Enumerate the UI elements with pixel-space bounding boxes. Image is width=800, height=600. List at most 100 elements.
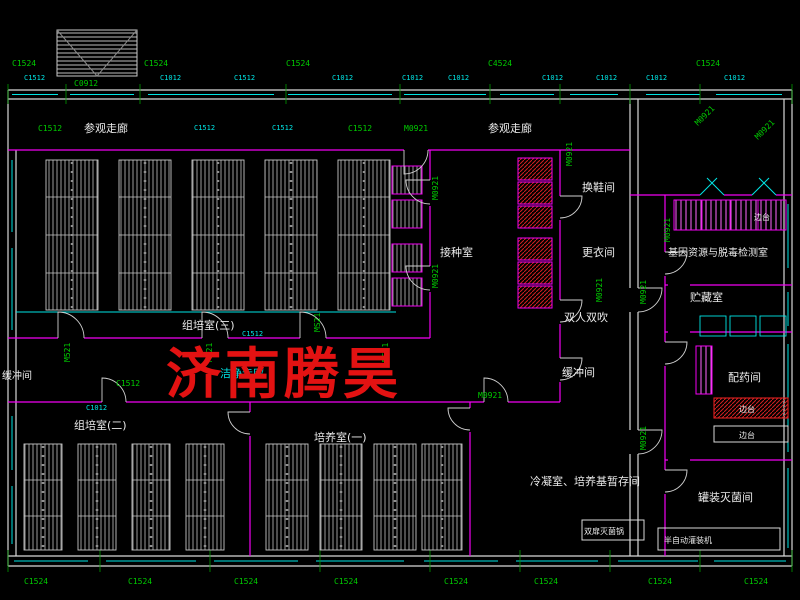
room-label-buffer: 缓冲间 bbox=[2, 369, 32, 382]
room-label-culture1: 培养室(一) bbox=[314, 430, 367, 444]
clean-bench-column bbox=[517, 157, 553, 309]
filling-machine-box bbox=[657, 527, 781, 551]
autoclave-label: 双扉灭菌锅 bbox=[584, 526, 624, 536]
culture-rack bbox=[131, 443, 171, 551]
window-code-label: C1012 bbox=[402, 74, 423, 82]
room-label-dressing: 更衣间 bbox=[582, 245, 615, 259]
window-code-label: C4524 bbox=[488, 59, 512, 68]
window-code-label: C1012 bbox=[448, 74, 469, 82]
window-code-label: C1512 bbox=[348, 124, 372, 133]
window-code-label: C1524 bbox=[234, 577, 258, 586]
door-code-label: M0921 bbox=[639, 280, 648, 304]
window-code-label: C1524 bbox=[128, 577, 152, 586]
window-code-label: C1512 bbox=[234, 74, 255, 82]
window-code-label: C1524 bbox=[286, 59, 310, 68]
room-label-clean-corridor: 洁净走廊 bbox=[220, 366, 264, 380]
room-label-pharmacy: 配药间 bbox=[728, 371, 761, 384]
watermark-text: 济南腾昊 bbox=[166, 342, 402, 406]
room-label-cold-storage: 冷凝室、培养基暂存间 bbox=[530, 474, 640, 488]
room-label-sterilizing: 罐装灭菌间 bbox=[698, 491, 753, 504]
gene-lab-bench bbox=[673, 199, 787, 231]
window-code-label: C1512 bbox=[272, 124, 293, 132]
autoclave-box bbox=[581, 519, 645, 541]
culture-rack bbox=[185, 443, 225, 551]
door-code-label: M0921 bbox=[565, 142, 574, 166]
window-code-label: C1012 bbox=[542, 74, 563, 82]
window-code-label: C1512 bbox=[38, 124, 62, 133]
room-label-gene-lab: 基因资源与脱毒检测室 bbox=[668, 246, 768, 259]
culture-racks-top bbox=[45, 159, 391, 311]
window-code-label: C1012 bbox=[596, 74, 617, 82]
culture-rack bbox=[319, 443, 363, 551]
culture-rack bbox=[421, 443, 463, 551]
door-code-label: M0921 bbox=[431, 264, 440, 288]
culture-rack bbox=[191, 159, 245, 311]
door-code-label: M0921 bbox=[595, 278, 604, 302]
door-code-label: M521 bbox=[63, 343, 72, 362]
door-code-label: M0921 bbox=[478, 391, 502, 400]
room-label-tissue2: 组培室(二) bbox=[74, 418, 127, 432]
culture-rack bbox=[118, 159, 172, 311]
door-code-label: M0921 bbox=[431, 176, 440, 200]
culture-rack bbox=[264, 159, 318, 311]
door-code-label: M0921 bbox=[404, 124, 428, 133]
culture-rack bbox=[23, 443, 63, 551]
window-code-label: C1524 bbox=[24, 577, 48, 586]
room-label-buffer: 缓冲间 bbox=[562, 365, 595, 379]
room-label-visit-corridor: 参观走廊 bbox=[84, 121, 128, 135]
culture-rack bbox=[45, 159, 99, 311]
filling-machine-label: 半自动灌装机 bbox=[664, 535, 712, 545]
window-code-label: C0912 bbox=[74, 79, 98, 88]
culture-rack bbox=[265, 443, 309, 551]
window-code-label: C1012 bbox=[646, 74, 667, 82]
cyan-code-labels: C1512 C1012 C1512 C1012 C1012 C1012 C101… bbox=[24, 74, 745, 412]
window-code-label: C1012 bbox=[86, 404, 107, 412]
stairs bbox=[56, 29, 138, 77]
side-bench-label: 边台 bbox=[739, 430, 755, 440]
equipment-labels: 边台 边台 边台 半自动灌装机 双扉灭菌锅 bbox=[584, 212, 770, 545]
window-code-label: C1512 bbox=[194, 124, 215, 132]
door-code-label: M521 bbox=[205, 343, 214, 362]
door-code-label: M0921 bbox=[663, 218, 672, 242]
window-code-label: C1512 bbox=[242, 330, 263, 338]
window-code-label: C1012 bbox=[160, 74, 181, 82]
room-label-shoe-change: 换鞋间 bbox=[582, 180, 615, 194]
window-code-label: C1524 bbox=[648, 577, 672, 586]
culture-racks-bottom-left bbox=[23, 443, 225, 551]
room-label-air-shower: 双人双吹 bbox=[564, 311, 608, 324]
room-label-inoculation: 接种室 bbox=[440, 245, 473, 259]
window-code-label: C1524 bbox=[334, 577, 358, 586]
workbench-column bbox=[391, 165, 423, 307]
door-swings bbox=[57, 149, 777, 493]
room-label-visit-corridor: 参观走廊 bbox=[488, 121, 532, 135]
door-code-label: M0921 bbox=[639, 426, 648, 450]
window-code-label: C1524 bbox=[744, 577, 768, 586]
window-code-label: C1524 bbox=[12, 59, 36, 68]
window-code-label: C1012 bbox=[724, 74, 745, 82]
culture-rack bbox=[337, 159, 391, 311]
culture-rack bbox=[373, 443, 417, 551]
window-code-label: C1524 bbox=[144, 59, 168, 68]
window-code-label: C1012 bbox=[332, 74, 353, 82]
culture-racks-bottom-middle bbox=[265, 443, 463, 551]
axis-ticks bbox=[7, 84, 793, 572]
window-code-label: C1512 bbox=[24, 74, 45, 82]
pharmacy-benches bbox=[695, 345, 789, 443]
side-bench-label: 边台 bbox=[754, 212, 770, 222]
storage-cabinets bbox=[699, 315, 787, 337]
window-code-label: C1524 bbox=[534, 577, 558, 586]
door-code-label: M521 bbox=[381, 343, 390, 362]
window-code-label: C1524 bbox=[444, 577, 468, 586]
door-code-label: M0921 bbox=[693, 104, 717, 128]
door-code-label: MS21 bbox=[313, 313, 322, 332]
window-code-label: C1524 bbox=[696, 59, 720, 68]
culture-rack bbox=[77, 443, 117, 551]
interior-walls bbox=[8, 149, 792, 556]
room-label-storage: 贮藏室 bbox=[690, 290, 723, 304]
side-bench-label: 边台 bbox=[739, 404, 755, 414]
room-labels: 参观走廊 参观走廊 接种室 换鞋间 更衣间 双人双吹 缓冲间 缓冲间 组培室(三… bbox=[2, 121, 768, 504]
door-code-label: M0921 bbox=[753, 118, 777, 142]
code-labels: C1524 C1524 C1524 C4524 C1524 C0912 C151… bbox=[12, 59, 777, 586]
room-label-tissue3: 组培室(三) bbox=[182, 318, 235, 332]
